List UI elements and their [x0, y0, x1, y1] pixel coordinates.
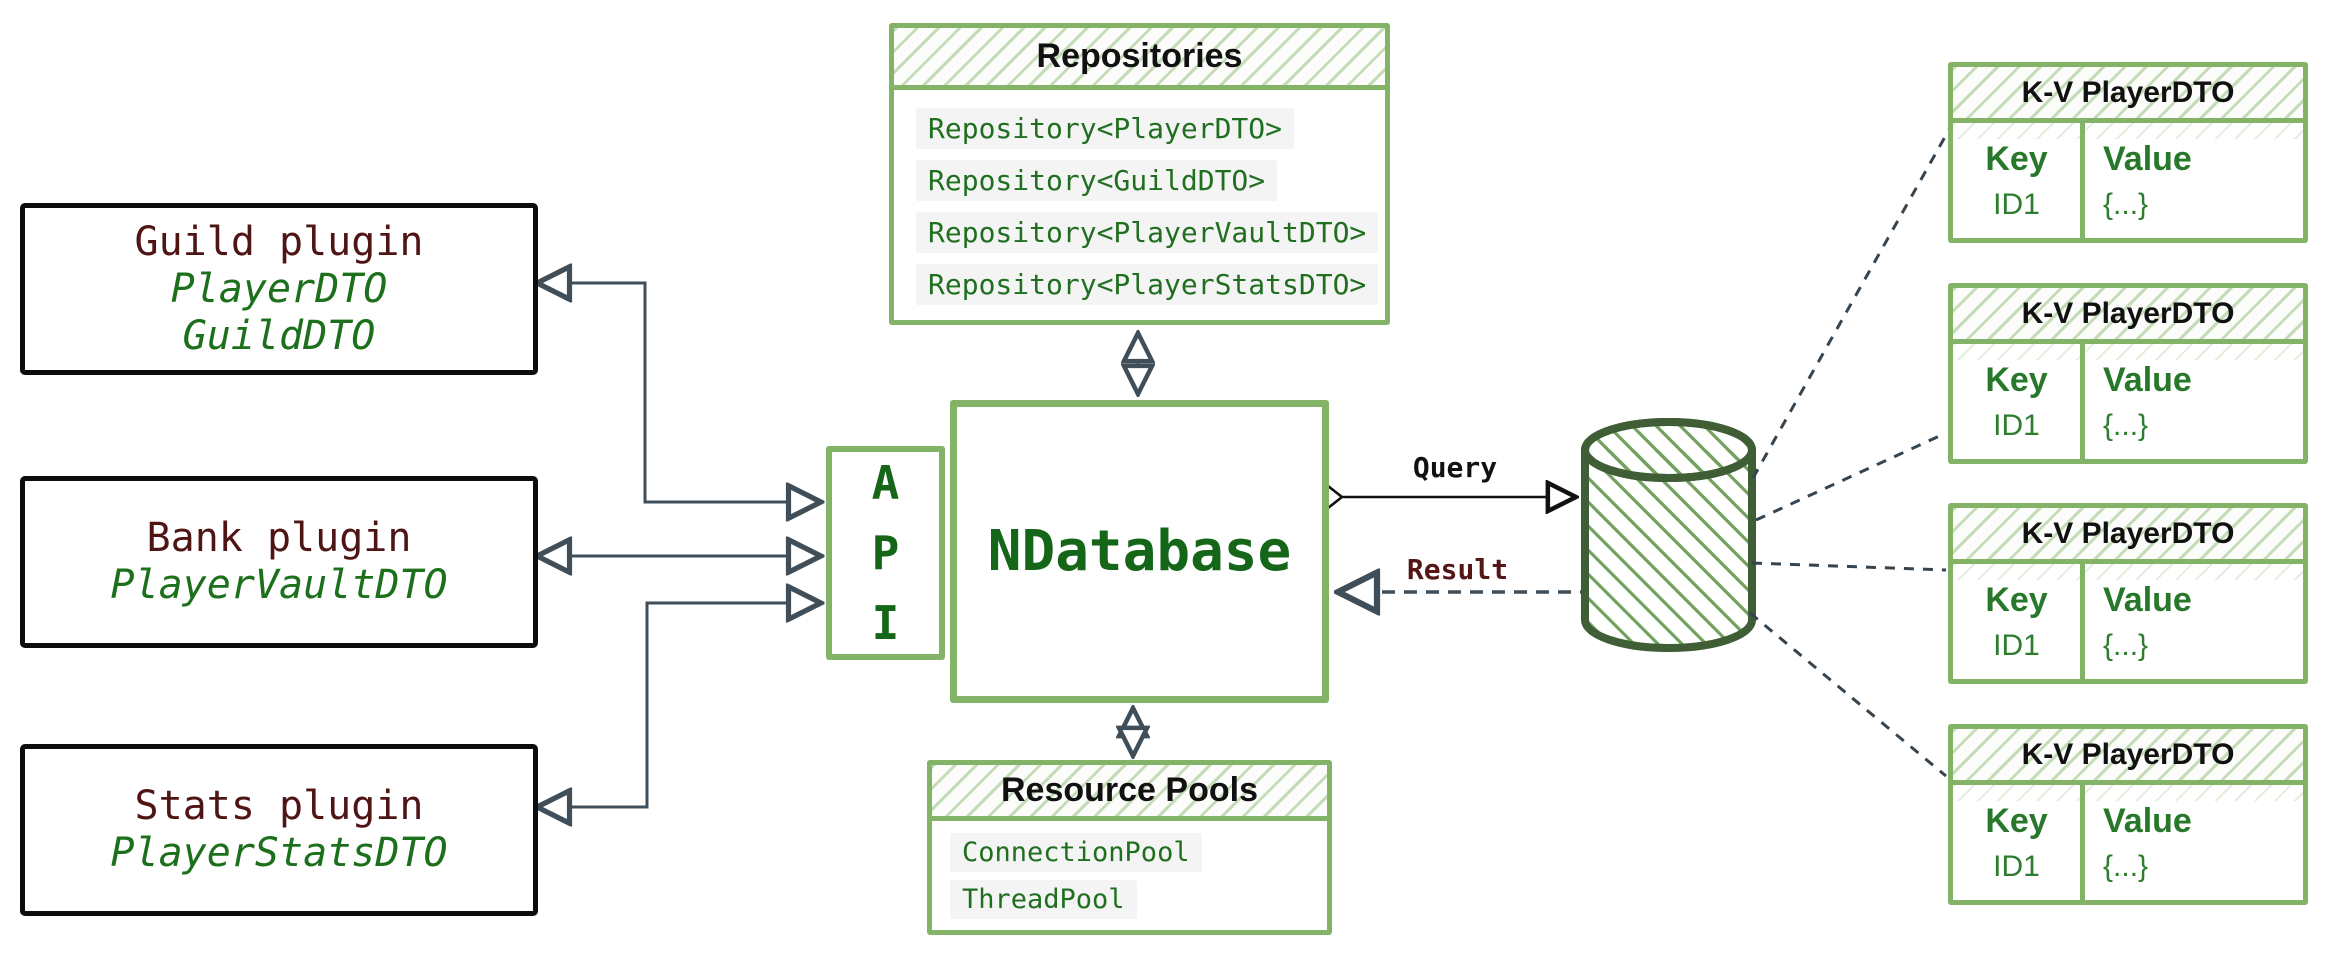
ndatabase-box: NDatabase — [950, 400, 1329, 703]
ndatabase-label: NDatabase — [987, 519, 1292, 584]
kv-value-column: Value {...} — [2085, 123, 2303, 238]
kv-table: K-V PlayerDTO Key ID1 Value {...} — [1948, 62, 2308, 243]
db-table-link-2 — [1755, 431, 1947, 522]
guild-api-connector — [537, 283, 821, 502]
repository-item: Repository<PlayerVaultDTO> — [916, 212, 1379, 253]
kv-value-header: Value — [2103, 801, 2192, 840]
guild-plugin-box: Guild plugin PlayerDTO GuildDTO — [20, 203, 538, 375]
plugin-dto: GuildDTO — [182, 312, 376, 359]
pool-item: ConnectionPool — [950, 833, 1202, 872]
db-table-link-4 — [1749, 611, 1947, 778]
plugin-title: Guild plugin — [134, 218, 424, 265]
kv-table-title: K-V PlayerDTO — [2021, 75, 2235, 109]
kv-key-cell: ID1 — [1993, 408, 2040, 442]
kv-value-header: Value — [2103, 139, 2192, 178]
kv-table-header: K-V PlayerDTO — [1953, 729, 2303, 785]
kv-key-header: Key — [1985, 801, 2048, 840]
kv-table-body: Key ID1 Value {...} — [1953, 564, 2303, 679]
repositories-list: Repository<PlayerDTO> Repository<GuildDT… — [894, 90, 1385, 316]
repositories-title: Repositories — [1036, 37, 1243, 75]
kv-value-cell: {...} — [2103, 408, 2149, 442]
kv-value-column: Value {...} — [2085, 785, 2303, 900]
api-letter: P — [871, 526, 900, 580]
resource-pools-box: Resource Pools ConnectionPool ThreadPool — [927, 760, 1332, 935]
query-label: Query — [1412, 451, 1498, 484]
repository-item: Repository<PlayerStatsDTO> — [916, 264, 1379, 305]
api-box: A P I — [826, 446, 945, 660]
kv-table-header: K-V PlayerDTO — [1953, 288, 2303, 344]
kv-value-cell: {...} — [2103, 628, 2149, 662]
plugin-dto: PlayerDTO — [170, 265, 388, 312]
kv-key-column: Key ID1 — [1953, 123, 2085, 238]
kv-value-cell: {...} — [2103, 187, 2149, 221]
plugin-dto: PlayerVaultDTO — [110, 562, 448, 608]
api-letter: A — [871, 456, 900, 510]
plugin-title: Bank plugin — [146, 515, 412, 561]
database-cylinder-icon — [1581, 418, 1756, 652]
kv-value-column: Value {...} — [2085, 344, 2303, 459]
db-table-link-1 — [1751, 127, 1952, 479]
pool-item: ThreadPool — [950, 880, 1137, 919]
kv-key-header: Key — [1985, 360, 2048, 399]
kv-key-column: Key ID1 — [1953, 344, 2085, 459]
plugin-dto: PlayerStatsDTO — [110, 830, 448, 876]
kv-value-header: Value — [2103, 360, 2192, 399]
kv-table-body: Key ID1 Value {...} — [1953, 123, 2303, 238]
kv-table-header: K-V PlayerDTO — [1953, 508, 2303, 564]
resource-pools-header: Resource Pools — [932, 765, 1327, 821]
kv-value-column: Value {...} — [2085, 564, 2303, 679]
repositories-header: Repositories — [894, 28, 1385, 90]
kv-table-body: Key ID1 Value {...} — [1953, 344, 2303, 459]
resource-pools-title: Resource Pools — [1001, 771, 1258, 809]
stats-api-connector — [537, 603, 821, 807]
kv-table-body: Key ID1 Value {...} — [1953, 785, 2303, 900]
repositories-box: Repositories Repository<PlayerDTO> Repos… — [889, 23, 1390, 325]
kv-key-cell: ID1 — [1993, 849, 2040, 883]
kv-key-column: Key ID1 — [1953, 785, 2085, 900]
kv-key-cell: ID1 — [1993, 628, 2040, 662]
kv-value-cell: {...} — [2103, 849, 2149, 883]
result-label: Result — [1406, 553, 1509, 586]
stats-plugin-box: Stats plugin PlayerStatsDTO — [20, 744, 538, 916]
kv-table: K-V PlayerDTO Key ID1 Value {...} — [1948, 283, 2308, 464]
kv-table-header: K-V PlayerDTO — [1953, 67, 2303, 123]
repository-item: Repository<PlayerDTO> — [916, 108, 1295, 149]
db-table-link-3 — [1751, 561, 1947, 572]
kv-value-header: Value — [2103, 580, 2192, 619]
bank-plugin-box: Bank plugin PlayerVaultDTO — [20, 476, 538, 648]
kv-table: K-V PlayerDTO Key ID1 Value {...} — [1948, 503, 2308, 684]
kv-table: K-V PlayerDTO Key ID1 Value {...} — [1948, 724, 2308, 905]
plugin-title: Stats plugin — [134, 783, 424, 829]
kv-key-header: Key — [1985, 580, 2048, 619]
kv-key-column: Key ID1 — [1953, 564, 2085, 679]
kv-table-title: K-V PlayerDTO — [2021, 296, 2235, 330]
repository-item: Repository<GuildDTO> — [916, 160, 1278, 201]
resource-pools-list: ConnectionPool ThreadPool — [932, 821, 1327, 927]
api-letter: I — [871, 596, 900, 650]
kv-key-cell: ID1 — [1993, 187, 2040, 221]
kv-key-header: Key — [1985, 139, 2048, 178]
kv-table-title: K-V PlayerDTO — [2021, 737, 2235, 771]
kv-table-title: K-V PlayerDTO — [2021, 516, 2235, 550]
